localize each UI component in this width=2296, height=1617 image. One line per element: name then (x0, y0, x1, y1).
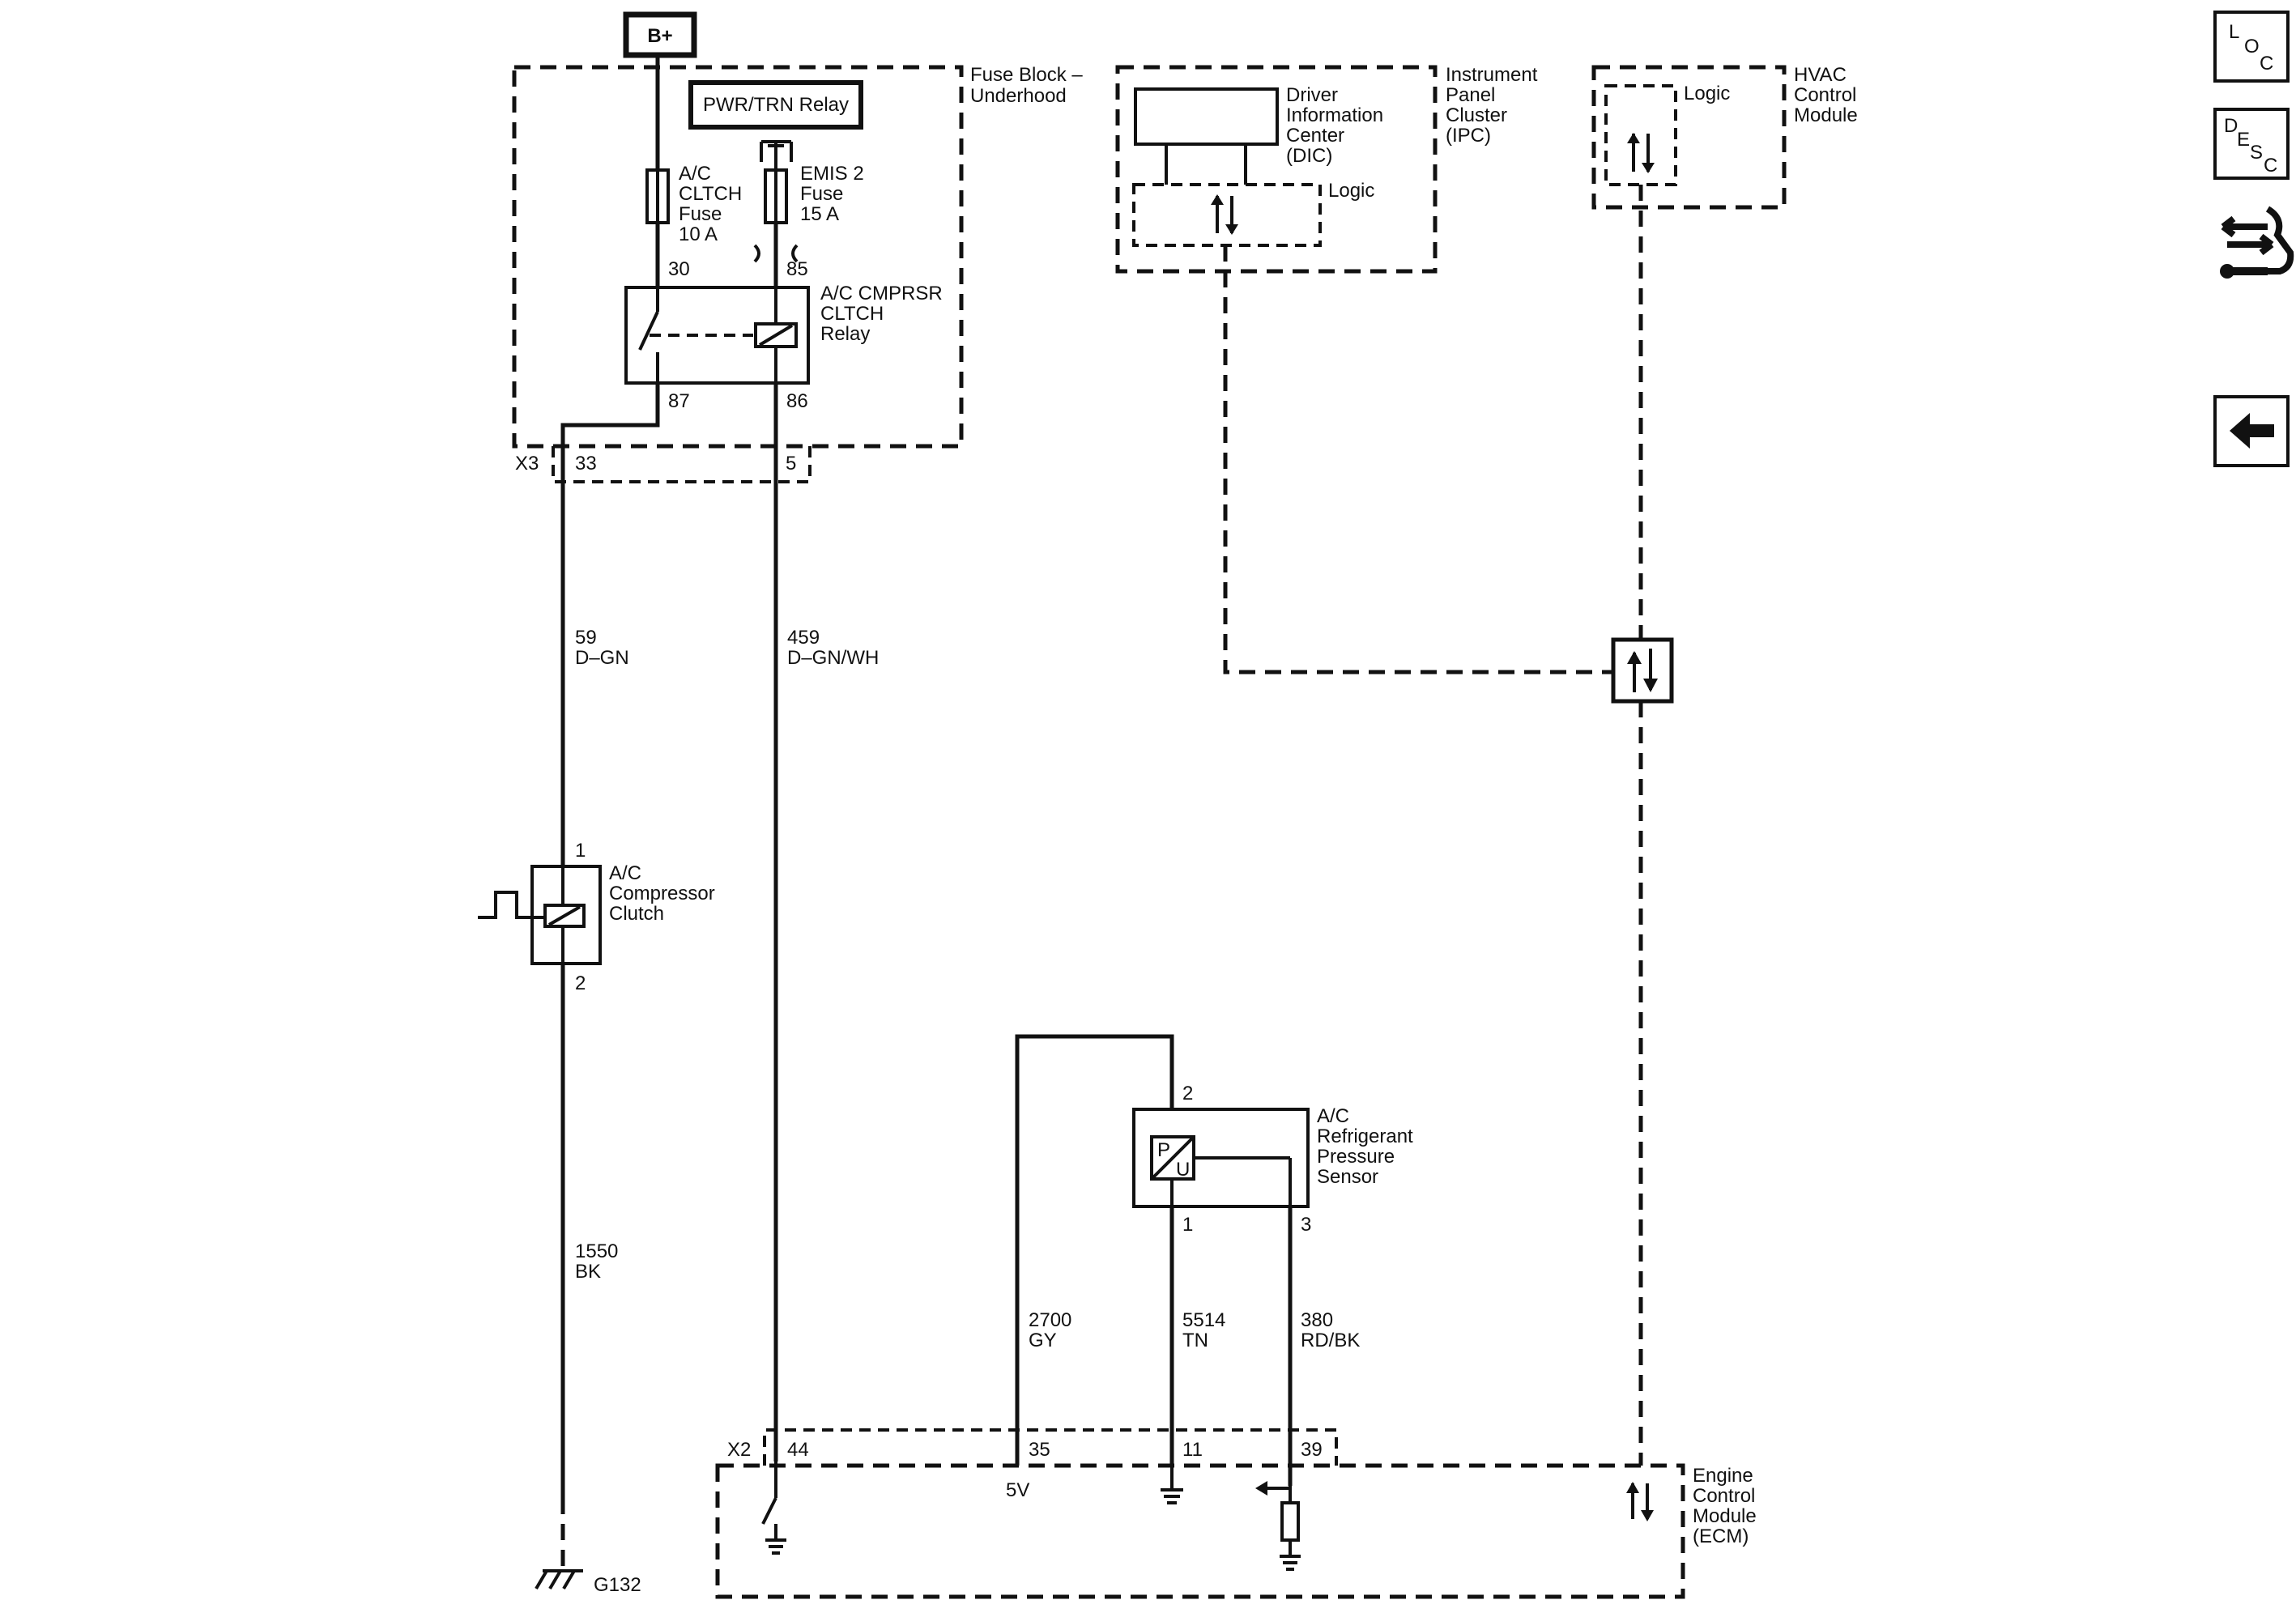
clutch-pin-2: 2 (575, 972, 586, 994)
hvac-bidirectional-arrow-icon (1627, 133, 1655, 173)
ecm-low-side-driver (761, 1462, 786, 1555)
pwr-trn-relay-box: PWR/TRN Relay (688, 80, 863, 130)
diagnostic-tools-icon[interactable] (2220, 206, 2294, 279)
ac-refrigerant-pressure-sensor (1132, 1108, 1310, 1208)
emis2-fuse-label: EMIS 2 Fuse 15 A (800, 163, 869, 225)
wire-1550-label: 1550 BK (575, 1240, 624, 1283)
connector-x3-pin-33: 33 (575, 453, 597, 474)
wire-2700-label: 2700 GY (1029, 1309, 1077, 1351)
desc-letter-s: S (2250, 142, 2263, 164)
ipc-label: Instrument Panel Cluster (IPC) (1446, 64, 1543, 147)
wire-59-label: 59 D–GN (575, 627, 629, 669)
back-arrow-icon (2230, 413, 2274, 449)
wire-459-label: 459 D–GN/WH (787, 627, 879, 669)
ipc-logic-box (1132, 183, 1322, 247)
loc-letter-l: L (2229, 21, 2239, 43)
connector-x2 (763, 1428, 1338, 1466)
emis2-fuse-symbol (764, 168, 788, 224)
loc-letter-o: O (2244, 36, 2260, 57)
sensor-pin-3: 3 (1301, 1214, 1311, 1236)
fuse-block-label: Fuse Block – Underhood (970, 64, 1088, 107)
sensor-label: A/C Refrigerant Pressure Sensor (1317, 1105, 1418, 1188)
ac-compressor-clutch (478, 865, 602, 965)
fuse-block-outline (512, 65, 964, 449)
connector-x2-pin-44: 44 (787, 1439, 809, 1461)
clutch-label: A/C Compressor Clutch (609, 862, 720, 925)
hvac-outline (1591, 65, 1787, 210)
battery-box: B+ (623, 11, 697, 58)
ac-clutch-fuse-symbol (645, 168, 670, 224)
ground-g132-symbol (535, 1569, 583, 1590)
ipc-logic-label: Logic (1328, 180, 1374, 202)
loc-letter-c: C (2260, 53, 2273, 74)
relay-label: A/C CMPRSR CLTCH Relay (820, 283, 948, 345)
sensor-symbol-u: U (1176, 1159, 1190, 1181)
desc-letter-e: E (2237, 129, 2250, 151)
ac-compressor-clutch-relay (624, 286, 810, 385)
ipc-outline (1115, 65, 1438, 274)
relay-pin-85: 85 (786, 258, 808, 280)
connector-x2-pin-39: 39 (1301, 1439, 1323, 1461)
ecm-low-reference-ground (1161, 1466, 1183, 1504)
sensor-pin-2: 2 (1182, 1083, 1193, 1104)
connector-x3-pin-5: 5 (786, 453, 796, 474)
ground-g132-label: G132 (594, 1574, 641, 1596)
desc-letter-c: C (2264, 155, 2277, 177)
clutch-pin-1: 1 (575, 840, 586, 862)
description-view-button[interactable]: D E S C (2213, 108, 2290, 180)
back-button[interactable] (2213, 395, 2290, 467)
hvac-logic-box (1604, 84, 1677, 186)
relay-pin-30: 30 (668, 258, 690, 280)
ecm-bidirectional-arrow-icon (1626, 1482, 1654, 1521)
ecm-outline (715, 1463, 1685, 1599)
location-view-button[interactable]: L O C (2213, 11, 2290, 83)
connector-x2-pin-11: 11 (1182, 1439, 1203, 1461)
battery-label: B+ (647, 25, 672, 47)
hvac-logic-label: Logic (1684, 83, 1730, 104)
sensor-pin-1: 1 (1182, 1214, 1193, 1236)
relay-pin-86: 86 (786, 390, 808, 412)
hvac-label: HVAC Control Module (1794, 64, 1862, 126)
connector-x3-name: X3 (515, 453, 539, 474)
ecm-5v-label: 5V (1006, 1479, 1029, 1501)
desc-letter-d: D (2224, 115, 2238, 137)
relay-pin-87: 87 (668, 390, 690, 412)
sensor-symbol-p: P (1157, 1139, 1170, 1161)
relay-feed-symbol (760, 140, 793, 170)
data-link-gateway-icon (1611, 637, 1674, 704)
connector-x2-name: X2 (727, 1439, 751, 1461)
ecm-label: Engine Control Module (ECM) (1693, 1465, 1761, 1547)
connector-x2-pin-35: 35 (1029, 1439, 1050, 1461)
wire-5514-label: 5514 TN (1182, 1309, 1231, 1351)
dic-box (1134, 87, 1279, 185)
wire-380-label: 380 RD/BK (1301, 1309, 1360, 1351)
ecm-signal-input (1255, 1481, 1301, 1571)
dic-label: Driver Information Center (DIC) (1286, 84, 1389, 167)
pwr-trn-relay-label: PWR/TRN Relay (703, 94, 849, 116)
ipc-bidirectional-arrow-icon (1211, 194, 1238, 235)
ac-clutch-fuse-label: A/C CLTCH Fuse 10 A (679, 163, 748, 245)
